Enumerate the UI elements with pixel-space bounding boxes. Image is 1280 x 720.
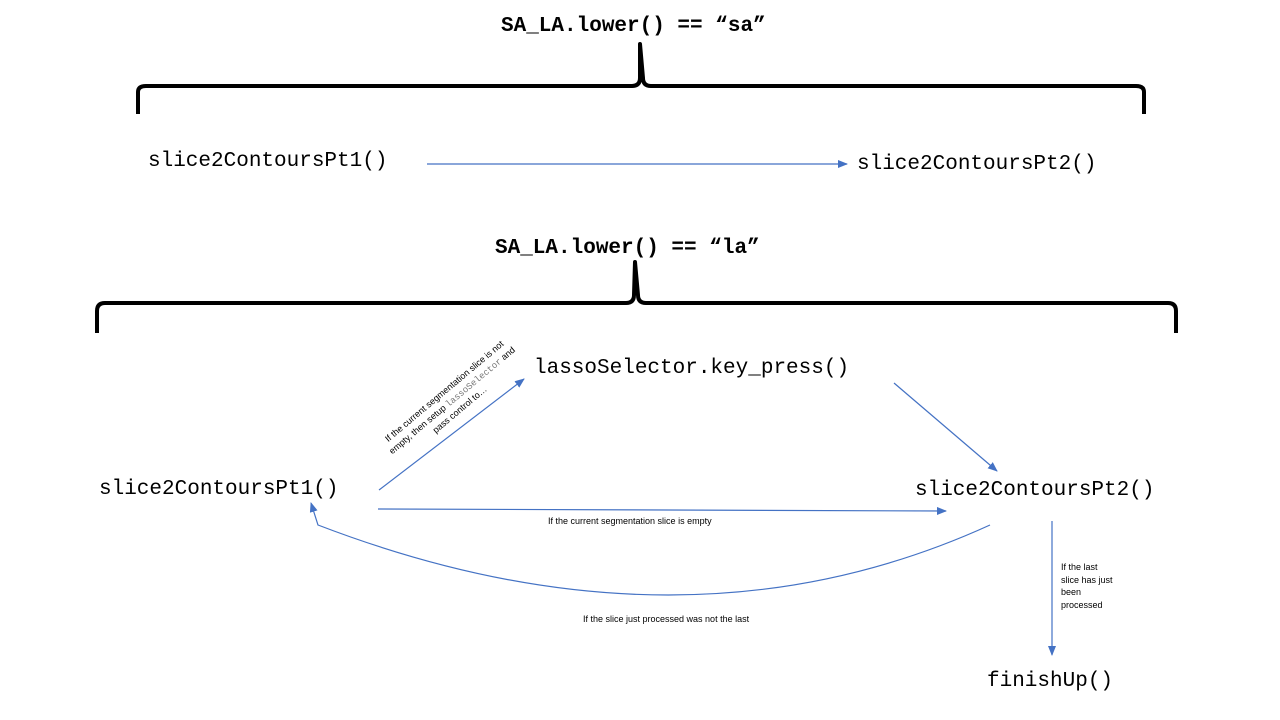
note-empty: If the current segmentation slice is emp… xyxy=(548,516,712,526)
la-finish-up: finishUp() xyxy=(987,670,1114,693)
sa-slice2contours-pt2: slice2ContoursPt2() xyxy=(857,153,1097,176)
arrow-pt1-to-lasso xyxy=(378,378,525,491)
la-slice2contours-pt1: slice2ContoursPt1() xyxy=(99,478,339,501)
arrow-lasso-to-pt2 xyxy=(893,382,998,472)
note-last: If the last slice has just been processe… xyxy=(1061,562,1113,610)
arrow-pt1-to-pt2 xyxy=(377,506,947,515)
la-brace xyxy=(95,260,1178,333)
sa-brace xyxy=(136,42,1146,114)
note-not-last: If the slice just processed was not the … xyxy=(583,614,750,624)
la-slice2contours-pt2: slice2ContoursPt2() xyxy=(915,479,1155,502)
la-section-title: SA_LA.lower() == “la” xyxy=(495,237,760,260)
la-lasso-selector-key-press: lassoSelector.key_press() xyxy=(534,357,850,380)
sa-slice2contours-pt1: slice2ContoursPt1() xyxy=(148,150,388,173)
arrow-pt2-back-to-pt1 xyxy=(309,502,991,596)
sa-section-title: SA_LA.lower() == “sa” xyxy=(501,15,766,38)
